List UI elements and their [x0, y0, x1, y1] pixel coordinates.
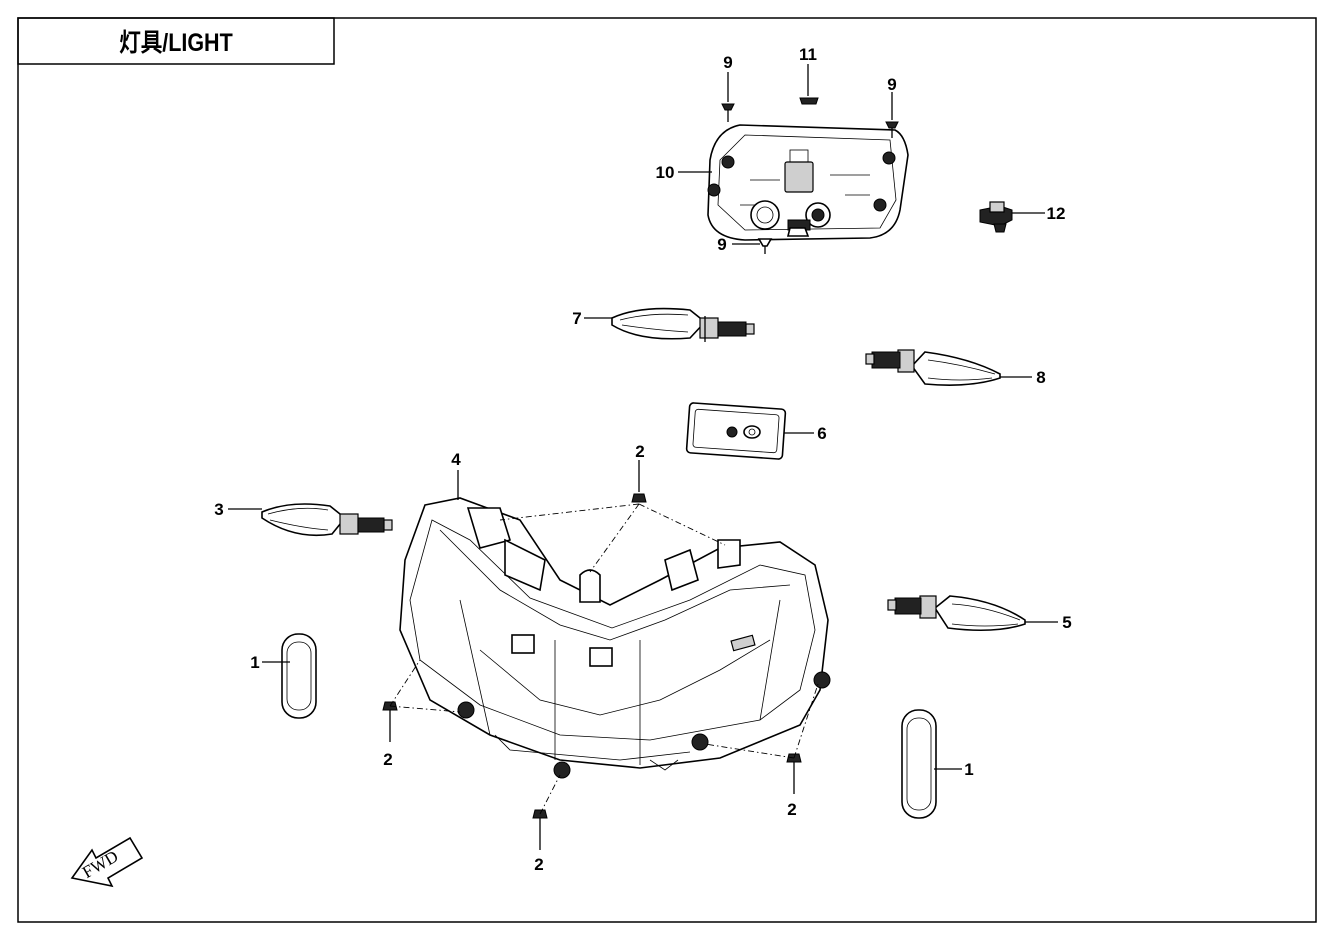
callout-8: 8 [1036, 368, 1045, 387]
callout-7: 7 [572, 309, 581, 328]
callout-4: 4 [451, 450, 461, 469]
callout-6: 6 [817, 424, 826, 443]
diagram-border [17, 17, 1317, 923]
callout-1-left: 1 [250, 653, 259, 672]
reflector-part-1-left [281, 633, 317, 719]
callout-2-bottom: 2 [534, 855, 543, 874]
fwd-arrow-icon: FWD [70, 836, 144, 888]
reflector-part-1-right [901, 709, 937, 819]
turn-signal-part-8 [865, 349, 1001, 386]
title-box: 灯具/LIGHT [18, 18, 334, 64]
callout-10: 10 [656, 163, 675, 182]
callout-5: 5 [1062, 613, 1071, 632]
assembly-lines [389, 503, 819, 815]
callout-2-left: 2 [383, 750, 392, 769]
callout-11: 11 [799, 45, 817, 64]
title-box-border [17, 17, 335, 65]
clip-part-9 [721, 103, 899, 254]
turn-signal-part-5 [887, 595, 1026, 632]
callout-3: 3 [214, 500, 223, 519]
instrument-cluster-part [707, 124, 909, 241]
callout-2-right: 2 [787, 800, 796, 819]
connector-part-12 [979, 201, 1013, 233]
turn-signal-part-3 [261, 503, 393, 537]
callout-1-right: 1 [964, 760, 973, 779]
page-title: 灯具/LIGHT [119, 29, 233, 57]
headlight-assembly-part-4 [399, 497, 831, 779]
clip-part-11 [799, 97, 819, 105]
callout-9-bottom: 9 [717, 235, 726, 254]
callout-9-top-right: 9 [887, 75, 896, 94]
callout-9-top-left: 9 [723, 53, 732, 72]
callout-2-top: 2 [635, 442, 644, 461]
callout-labels: 9 11 9 10 12 9 7 8 6 4 2 3 5 1 2 2 1 2 [214, 45, 1071, 874]
callout-12: 12 [1047, 204, 1066, 223]
license-lamp-part-6 [685, 402, 787, 460]
leader-lines [228, 64, 1058, 850]
turn-signal-part-7 [611, 307, 755, 342]
